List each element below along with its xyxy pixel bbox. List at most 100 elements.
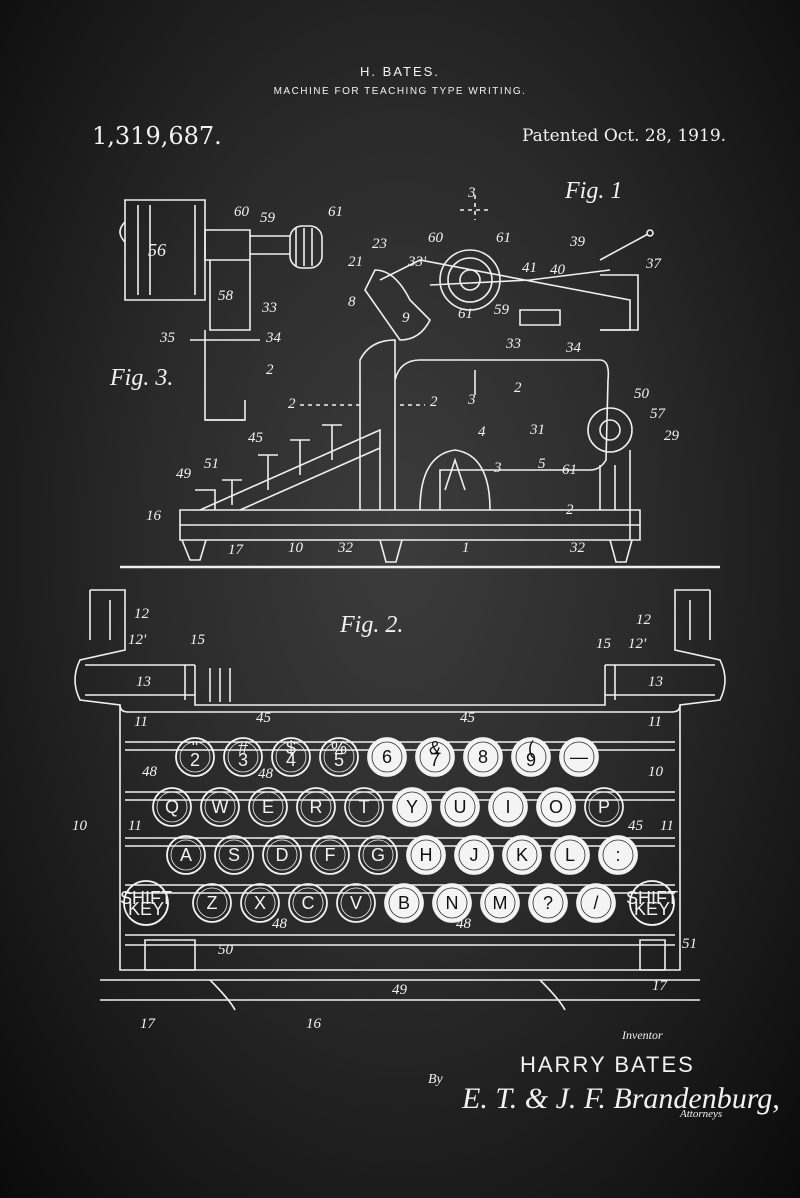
ref-11d: 11 xyxy=(660,818,674,834)
key-row2-8: O xyxy=(536,787,576,827)
key-row3-7: K xyxy=(502,835,542,875)
key-row4-3: V xyxy=(336,883,376,923)
key-7: (9 xyxy=(511,737,551,777)
ref-39: 39 xyxy=(570,234,585,250)
ref-57: 57 xyxy=(650,406,665,422)
key-label: F xyxy=(325,845,336,865)
shift-key-label-part: SHIFT xyxy=(626,888,678,908)
ref-5: 5 xyxy=(538,456,546,472)
ref-12a: 12 xyxy=(134,606,149,622)
key-symbol: $ xyxy=(286,738,296,758)
key-0: "2 xyxy=(175,737,215,777)
key-symbol: & xyxy=(429,738,441,758)
ref-60b: 60 xyxy=(428,230,443,246)
figure-3-label: Fig. 3. xyxy=(110,365,174,391)
ref-15a: 15 xyxy=(190,632,205,648)
key-row2-9: P xyxy=(584,787,624,827)
key-label: ? xyxy=(543,893,553,913)
ref-35: 35 xyxy=(160,330,175,346)
ref-21: 21 xyxy=(348,254,363,270)
key-1: #3 xyxy=(223,737,263,777)
ref-11a: 11 xyxy=(134,714,148,730)
ref-61c: 61 xyxy=(458,306,473,322)
key-symbol: ( xyxy=(528,738,534,758)
key-6: 8 xyxy=(463,737,503,777)
attorneys-label: Attorneys xyxy=(680,1108,723,1120)
key-label: J xyxy=(470,845,479,865)
key-row2-5: Y xyxy=(392,787,432,827)
key-label: P xyxy=(598,797,610,817)
ref-17c: 17 xyxy=(140,1016,155,1032)
key-row4-1: X xyxy=(240,883,280,923)
figure-1-label: Fig. 1 xyxy=(565,178,623,204)
ref-33: 33 xyxy=(262,300,277,316)
key-label: M xyxy=(493,893,508,913)
key-2: $4 xyxy=(271,737,311,777)
inventor-name: HARRY BATES xyxy=(520,1052,695,1077)
patent-title: MACHINE FOR TEACHING TYPE WRITING. xyxy=(273,86,527,97)
key-label: U xyxy=(454,797,467,817)
key-row3-3: F xyxy=(310,835,350,875)
key-row4-0: Z xyxy=(192,883,232,923)
key-row2-0: Q xyxy=(152,787,192,827)
key-row2-3: R xyxy=(296,787,336,827)
patent-number: 1,319,687. xyxy=(92,122,222,150)
key-label: E xyxy=(262,797,274,817)
ref-61: 61 xyxy=(328,204,343,220)
ref-2-right: 2 xyxy=(430,394,438,410)
inventor-label: Inventor xyxy=(622,1028,663,1042)
key-row2-1: W xyxy=(200,787,240,827)
ref-12p-b: 12' xyxy=(628,636,647,652)
ref-56: 56 xyxy=(148,240,166,260)
key-label: I xyxy=(505,797,510,817)
key-label: 2 xyxy=(190,750,200,770)
ref-45b: 45 xyxy=(256,710,271,726)
ref-2: 2 xyxy=(266,362,274,378)
key-row2-2: E xyxy=(248,787,288,827)
ref-48b: 48 xyxy=(258,766,273,782)
ref-45c: 45 xyxy=(460,710,475,726)
key-row4-5: N xyxy=(432,883,472,923)
ref-8: 8 xyxy=(348,294,356,310)
key-row3-6: J xyxy=(454,835,494,875)
key-label: T xyxy=(359,797,370,817)
key-label: / xyxy=(593,893,598,913)
key-label: B xyxy=(398,893,410,913)
key-row3-0: A xyxy=(166,835,206,875)
ref-31: 31 xyxy=(530,422,545,438)
key-row3-1: S xyxy=(214,835,254,875)
ref-33-prime: 33' xyxy=(408,254,427,270)
key-label: C xyxy=(302,893,315,913)
key-label: K xyxy=(516,845,528,865)
ref-33c: 33 xyxy=(506,336,521,352)
ref-11b: 11 xyxy=(648,714,662,730)
key-label: L xyxy=(565,845,575,865)
ref-60: 60 xyxy=(234,204,249,220)
ref-51b: 51 xyxy=(682,936,697,952)
key-label: 3 xyxy=(238,750,248,770)
inventor-heading: H. BATES. xyxy=(360,64,440,79)
ref-10c: 10 xyxy=(72,818,87,834)
key-row4-7: ? xyxy=(528,883,568,923)
ref-61b: 61 xyxy=(496,230,511,246)
ref-3-top: 3 xyxy=(468,185,476,201)
ref-59: 59 xyxy=(260,210,275,226)
key-symbol: % xyxy=(331,738,347,758)
ref-17a: 17 xyxy=(228,542,243,558)
ref-61d: 61 xyxy=(562,462,577,478)
ref-45d: 45 xyxy=(628,818,643,834)
ref-48a: 48 xyxy=(142,764,157,780)
ref-2b: 2 xyxy=(514,380,522,396)
ref-50b: 50 xyxy=(218,942,233,958)
shift-key-label-part: KEY xyxy=(128,899,164,919)
ref-16b: 16 xyxy=(306,1016,321,1032)
key-label: O xyxy=(549,797,563,817)
ref-3-mid: 3 xyxy=(468,392,476,408)
key-row4-4: B xyxy=(384,883,424,923)
key-row3-2: D xyxy=(262,835,302,875)
key-row3-4: G xyxy=(358,835,398,875)
ref-45a: 45 xyxy=(248,430,263,446)
ref-10b: 10 xyxy=(648,764,663,780)
